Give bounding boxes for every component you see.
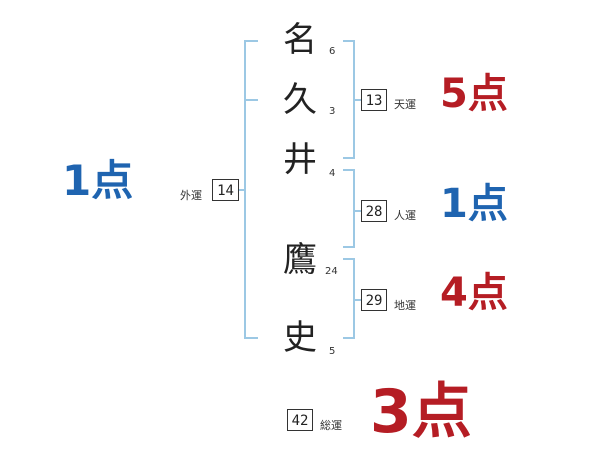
stroke-count-3: 4 (329, 168, 336, 179)
jinkaku-bracket (343, 169, 355, 248)
gaikaku-score: 1点 (62, 156, 134, 205)
stroke-count-5: 5 (329, 346, 336, 357)
tenkaku-score: 5点 (440, 71, 508, 117)
gaikaku-value-box: 14 (212, 179, 239, 201)
jinkaku-value-box: 28 (361, 200, 387, 222)
stroke-count-1: 6 (329, 46, 336, 57)
soukaku-label: 総運 (320, 419, 342, 432)
chikaku-score: 4点 (440, 270, 508, 316)
tenkaku-label: 天運 (394, 98, 416, 111)
name-char-1: 名 (283, 20, 317, 60)
stroke-count-4: 24 (325, 266, 338, 277)
jinkaku-score: 1点 (440, 181, 508, 227)
soukaku-score: 3点 (370, 377, 472, 447)
chikaku-bracket (343, 258, 355, 339)
soukaku-value-box: 42 (287, 409, 313, 431)
gaikaku-bracket (244, 40, 258, 339)
tenkaku-value-box: 13 (361, 89, 387, 111)
chikaku-value-box: 29 (361, 289, 387, 311)
name-char-5: 史 (283, 318, 317, 358)
gaikaku-label: 外運 (180, 189, 202, 202)
tenkaku-bracket (343, 40, 355, 159)
stroke-count-2: 3 (329, 106, 336, 117)
name-char-2: 久 (283, 80, 317, 120)
name-char-3: 井 (283, 140, 317, 180)
name-char-4: 鷹 (283, 240, 317, 280)
chikaku-label: 地運 (394, 299, 416, 312)
jinkaku-label: 人運 (394, 209, 416, 222)
